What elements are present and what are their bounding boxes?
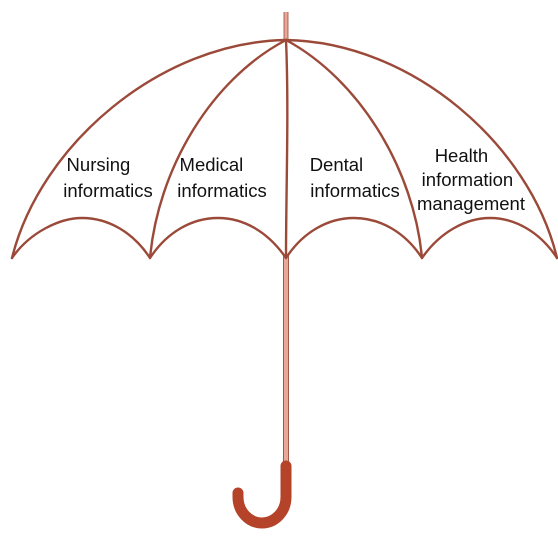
segment-label-line: Health — [435, 145, 488, 166]
canopy-scallops — [10, 216, 558, 260]
segment-label-line: Medical — [180, 154, 244, 175]
canopy-rib-2 — [284, 38, 289, 260]
segment-label-line: management — [417, 193, 525, 214]
segment-label-nursing: Nursing informatics — [63, 154, 152, 201]
umbrella-canopy — [10, 38, 558, 260]
segment-label-line: informatics — [310, 180, 399, 201]
segment-label-medical: Medical informatics — [177, 154, 266, 201]
canopy-rib-1 — [148, 38, 288, 260]
segment-label-line: Nursing — [67, 154, 131, 175]
umbrella-handle — [232, 460, 292, 529]
segment-label-health-info: Health information management — [417, 145, 525, 214]
umbrella-shaft — [283, 254, 289, 468]
segment-label-dental: Dental informatics — [310, 154, 400, 201]
segment-label-line: informatics — [177, 180, 266, 201]
segment-label-line: Dental — [310, 154, 363, 175]
segment-label-line: information — [422, 169, 514, 190]
segment-label-line: informatics — [63, 180, 152, 201]
canopy-rib-3 — [284, 38, 424, 260]
